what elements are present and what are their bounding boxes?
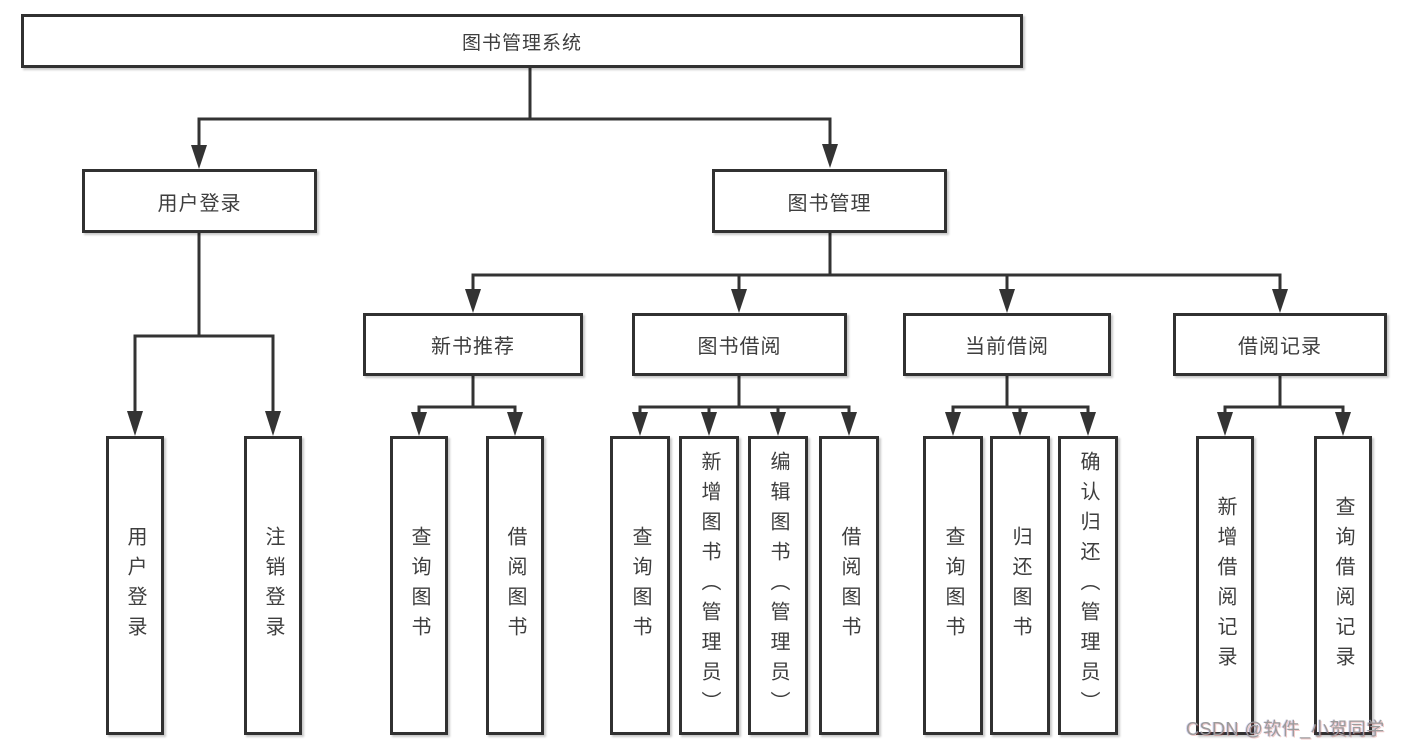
leaf-query-books-borrow: 查询图书 <box>610 436 670 735</box>
edge-root-to-level2 <box>191 66 838 169</box>
node-book-management: 图书管理 <box>712 169 947 233</box>
edge-borrow-records-children <box>1217 374 1351 436</box>
leaf-query-books-current: 查询图书 <box>923 436 983 735</box>
leaf-label: 确认归还（管理员） <box>1077 450 1099 721</box>
leaf-borrow-books-recommend: 借阅图书 <box>486 436 544 735</box>
leaf-label: 归还图书 <box>1009 525 1031 646</box>
leaf-label: 查询图书 <box>942 525 964 646</box>
leaf-user-login: 用户登录 <box>106 436 164 735</box>
edge-book-management-children <box>465 231 1288 313</box>
leaf-label: 新增图书（管理员） <box>698 450 720 721</box>
node-borrow-records: 借阅记录 <box>1173 313 1387 376</box>
leaf-query-books-recommend: 查询图书 <box>390 436 448 735</box>
node-user-login: 用户登录 <box>82 169 317 233</box>
node-new-book-recommend: 新书推荐 <box>363 313 583 376</box>
leaf-return-books: 归还图书 <box>990 436 1050 735</box>
edge-current-borrow-children <box>945 374 1096 436</box>
edge-new-book-children <box>411 374 523 436</box>
leaf-borrow-books: 借阅图书 <box>819 436 879 735</box>
leaf-label: 用户登录 <box>124 525 146 646</box>
leaf-label: 查询借阅记录 <box>1332 495 1354 676</box>
leaf-label: 新增借阅记录 <box>1214 495 1236 676</box>
leaf-label: 编辑图书（管理员） <box>767 450 789 721</box>
leaf-label: 查询图书 <box>629 525 651 646</box>
leaf-label: 注销登录 <box>262 525 284 646</box>
node-root: 图书管理系统 <box>21 14 1023 68</box>
leaf-edit-books-admin: 编辑图书（管理员） <box>748 436 808 735</box>
node-current-borrow: 当前借阅 <box>903 313 1111 376</box>
edge-book-borrow-children <box>632 374 857 436</box>
leaf-confirm-return-admin: 确认归还（管理员） <box>1058 436 1118 735</box>
leaf-query-borrow-record: 查询借阅记录 <box>1314 436 1372 735</box>
edge-user-login-children <box>127 231 281 436</box>
leaf-label: 借阅图书 <box>838 525 860 646</box>
leaf-add-borrow-record: 新增借阅记录 <box>1196 436 1254 735</box>
leaf-label: 查询图书 <box>408 525 430 646</box>
leaf-logout: 注销登录 <box>244 436 302 735</box>
leaf-add-books-admin: 新增图书（管理员） <box>679 436 739 735</box>
leaf-label: 借阅图书 <box>504 525 526 646</box>
watermark: CSDN @软件_小贺同学 <box>1186 719 1385 739</box>
node-book-borrow: 图书借阅 <box>632 313 847 376</box>
